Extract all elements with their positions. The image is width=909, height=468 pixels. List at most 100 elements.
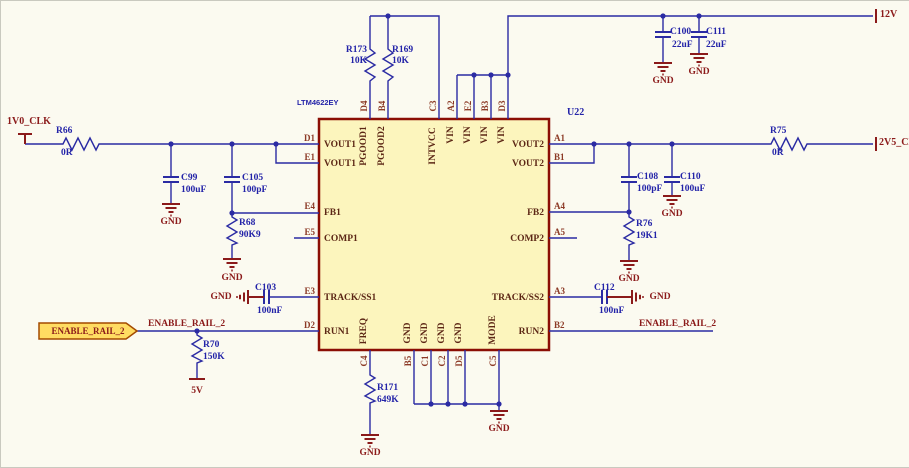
gnd-symbol[interactable] <box>620 260 638 274</box>
gnd-symbol[interactable] <box>663 195 681 209</box>
resistor-R169[interactable] <box>381 16 395 119</box>
cap-C108[interactable] <box>621 176 637 183</box>
pin-name-intvcc: INTVCC <box>428 127 438 165</box>
port-enable-rail-2[interactable] <box>38 322 139 340</box>
pin-des-a4: A4 <box>554 201 565 211</box>
wires-group[interactable] <box>25 15 873 435</box>
wire-vout2-b1[interactable] <box>549 144 595 164</box>
cap-C100[interactable] <box>655 31 671 38</box>
gnd-symbol[interactable] <box>490 410 508 424</box>
pin-name-pgood2: PGOOD2 <box>377 126 387 166</box>
pin-name-fb1: FB1 <box>324 208 341 218</box>
val-c108: 100pF <box>637 184 663 194</box>
pin-name-gnd1: GND <box>403 322 413 344</box>
ref-r70: R70 <box>203 340 220 350</box>
pin-des-b1: B1 <box>554 152 565 162</box>
pin-des-d3: D3 <box>497 100 507 112</box>
pin-name-gnd2: GND <box>420 322 430 344</box>
pin-name-mode: MODE <box>488 315 498 345</box>
pin-des-c3: C3 <box>428 100 438 112</box>
resistor-R75[interactable] <box>767 136 811 152</box>
5v-power-bar[interactable] <box>189 378 205 380</box>
pin-name-vin4: VIN <box>497 126 507 144</box>
ref-r171: R171 <box>377 383 399 393</box>
gnd-symbol[interactable] <box>361 434 379 448</box>
val-c100: 22uF <box>672 40 693 50</box>
val-r75: 0R <box>772 148 784 158</box>
gnd-symbol[interactable] <box>223 258 241 272</box>
resistor-R173[interactable] <box>363 16 377 119</box>
gnd-label-r68: GND <box>221 273 243 283</box>
ref-r173: R173 <box>345 45 367 55</box>
cap-C110[interactable] <box>664 176 680 183</box>
ref-c103: C103 <box>255 283 277 293</box>
pin-name-vout1b: VOUT1 <box>324 159 357 169</box>
cap-C105[interactable] <box>224 176 240 183</box>
ref-c108: C108 <box>637 172 659 182</box>
gnd-label-c111: GND <box>688 67 710 77</box>
resistor-R68[interactable] <box>225 213 239 259</box>
port-label-12v: 12V <box>880 9 898 20</box>
gnd-label-r76: GND <box>618 274 640 284</box>
ref-r169: R169 <box>392 45 414 55</box>
val-c112: 100nF <box>599 306 625 316</box>
pin-name-vout2a: VOUT2 <box>511 140 544 150</box>
pin-name-vout2b: VOUT2 <box>511 159 544 169</box>
pin-name-vin2: VIN <box>463 126 473 144</box>
pin-des-d5: D5 <box>454 355 464 367</box>
pin-des-d2: D2 <box>304 320 315 330</box>
gnd-label-r171: GND <box>359 448 381 458</box>
gnd-label-c99: GND <box>160 217 182 227</box>
pin-des-e5: E5 <box>304 227 315 237</box>
port-label-1v0clk: 1V0_CLK <box>7 116 51 127</box>
net-label-enable-left: ENABLE_RAIL_2 <box>148 319 226 329</box>
pin-des-e4: E4 <box>304 201 315 211</box>
pin-des-c2: C2 <box>437 355 447 367</box>
pin-des-c4: C4 <box>359 355 369 367</box>
ref-c100: C100 <box>670 27 692 37</box>
ref-c110: C110 <box>680 172 701 182</box>
pin-des-a3: A3 <box>554 286 565 296</box>
cap-C111[interactable] <box>691 31 707 38</box>
val-c111: 22uF <box>706 40 727 50</box>
wire-gnd-tie[interactable] <box>413 350 500 411</box>
gnd-label-c103: GND <box>210 292 232 302</box>
wire-vout1-e1[interactable] <box>275 144 319 164</box>
resistor-R171[interactable] <box>363 350 377 435</box>
pin-name-comp1: COMP1 <box>324 234 358 244</box>
ic-body-ltm4622[interactable] <box>317 117 551 352</box>
ref-r66: R66 <box>56 126 73 136</box>
pin-des-c5: C5 <box>488 355 498 367</box>
resistor-R70[interactable] <box>190 331 204 378</box>
resistor-R76[interactable] <box>622 212 636 261</box>
val-r68: 90K9 <box>239 230 261 240</box>
gnd-symbol-side[interactable] <box>236 290 264 304</box>
wire-vin-12v[interactable] <box>456 15 873 119</box>
val-c105: 100pF <box>242 185 268 195</box>
gnd-label-c100: GND <box>652 76 674 86</box>
val-r70: 150K <box>203 352 225 362</box>
pin-des-a2: A2 <box>446 100 456 112</box>
pin-name-vin1: VIN <box>446 126 456 144</box>
resistor-R66[interactable] <box>59 136 101 152</box>
val-c99: 100uF <box>181 185 207 195</box>
gnd-symbol[interactable] <box>654 62 672 76</box>
wire-intvcc-rail[interactable] <box>370 15 440 119</box>
ic-refdes: U22 <box>567 107 585 118</box>
val-r76: 19K1 <box>636 231 658 241</box>
pin-des-c1: C1 <box>420 355 430 367</box>
net-label-enable-right: ENABLE_RAIL_2 <box>639 319 717 329</box>
pin-name-vout1a: VOUT1 <box>324 140 357 150</box>
port-1v0clk-pin[interactable] <box>18 133 32 144</box>
port-label-2v5clk: 2V5_CLK <box>879 137 909 148</box>
cap-C99[interactable] <box>163 176 179 183</box>
gnd-symbol-side[interactable] <box>607 290 644 304</box>
gnd-symbol[interactable] <box>690 53 708 67</box>
pin-name-vin3: VIN <box>480 126 490 144</box>
pin-name-pgood1: PGOOD1 <box>359 126 369 166</box>
gnd-symbol[interactable] <box>162 203 180 217</box>
pin-name-trackss2: TRACK/SS2 <box>491 293 544 303</box>
power-symbols[interactable] <box>18 9 877 448</box>
val-r169: 10K <box>392 56 409 66</box>
